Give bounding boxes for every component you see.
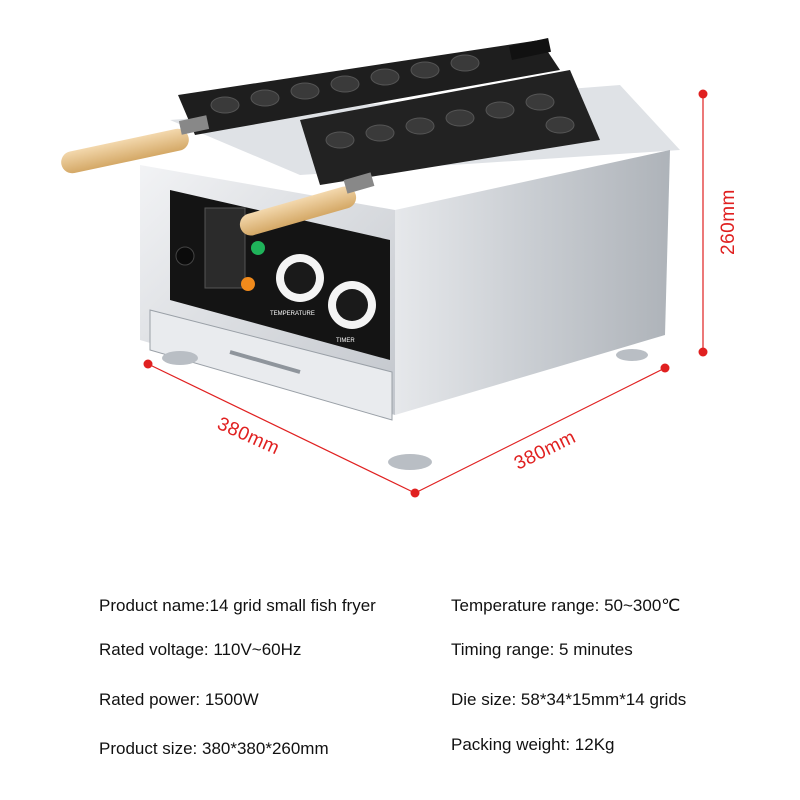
green-indicator	[251, 241, 265, 255]
product-image: TEMPERATURE TIMER	[61, 37, 739, 498]
spec-temperature-range: Temperature range: 50~300℃	[451, 596, 681, 615]
timer-knob	[336, 289, 368, 321]
foot	[388, 454, 432, 470]
fish-molds	[210, 54, 575, 149]
foot	[616, 349, 648, 361]
temperature-label: TEMPERATURE	[270, 311, 315, 317]
timer-label: TIMER	[336, 338, 355, 344]
power-cord-socket	[175, 246, 195, 266]
side-panel	[395, 150, 670, 415]
dimension-lines	[143, 89, 708, 498]
spec-packing-weight: Packing weight: 12Kg	[451, 735, 615, 754]
depth-dimension-line	[414, 367, 666, 494]
spec-rated-power: Rated power: 1500W	[99, 690, 259, 709]
plate-clamp	[508, 37, 552, 61]
spec-rated-voltage: Rated voltage: 110V~60Hz	[99, 640, 302, 659]
lower-baking-plate	[300, 70, 600, 185]
fryer-machine: TEMPERATURE TIMER	[61, 37, 680, 470]
width-dimension-label: 380mm	[214, 413, 283, 459]
height-dimension-label: 260mm	[718, 189, 739, 255]
foot	[162, 351, 198, 365]
spec-product-name: Product name:14 grid small fish fryer	[99, 596, 376, 615]
spec-timing-range: Timing range: 5 minutes	[451, 640, 633, 659]
spec-die-size: Die size: 58*34*15mm*14 grids	[451, 690, 687, 709]
width-dimension-line	[147, 363, 416, 494]
temperature-knob	[284, 262, 316, 294]
temperature-table	[204, 207, 246, 289]
left-handle	[61, 115, 210, 174]
right-handle	[239, 172, 375, 236]
spec-product-size: Product size: 380*380*260mm	[99, 739, 329, 758]
orange-indicator	[241, 277, 255, 291]
depth-dimension-label: 380mm	[511, 427, 579, 475]
drip-tray-handle	[229, 350, 301, 374]
